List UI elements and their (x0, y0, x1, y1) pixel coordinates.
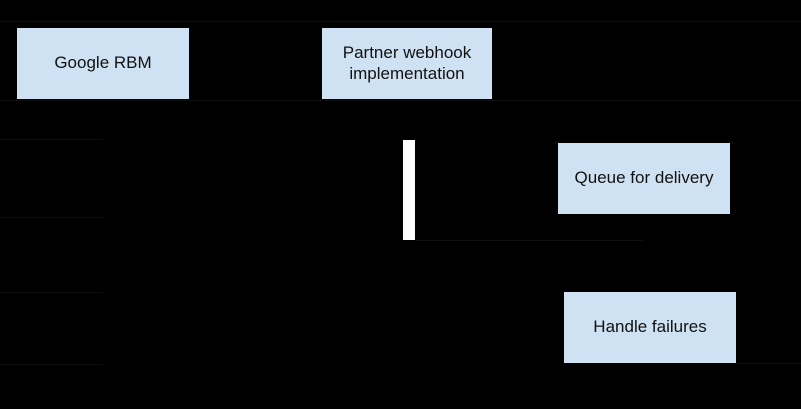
faint-line-remnant (415, 240, 643, 241)
faint-line-remnant (0, 292, 103, 293)
faint-line-remnant (0, 21, 801, 22)
activation-bar (403, 140, 415, 240)
node-queue-for-delivery: Queue for delivery (558, 143, 730, 214)
faint-line-remnant (0, 100, 801, 101)
node-handle-failures-label: Handle failures (593, 317, 707, 337)
node-handle-failures: Handle failures (564, 292, 736, 363)
node-google-rbm: Google RBM (17, 28, 189, 99)
node-queue-for-delivery-label: Queue for delivery (574, 168, 714, 188)
node-partner-webhook-implementation: Partner webhook implementation (322, 28, 492, 99)
node-partner-webhook-implementation-label: Partner webhook implementation (342, 42, 472, 83)
faint-line-remnant (0, 139, 103, 140)
faint-line-remnant (0, 364, 103, 365)
faint-line-remnant (736, 363, 801, 364)
node-google-rbm-label: Google RBM (54, 53, 152, 73)
faint-line-remnant (0, 217, 103, 218)
